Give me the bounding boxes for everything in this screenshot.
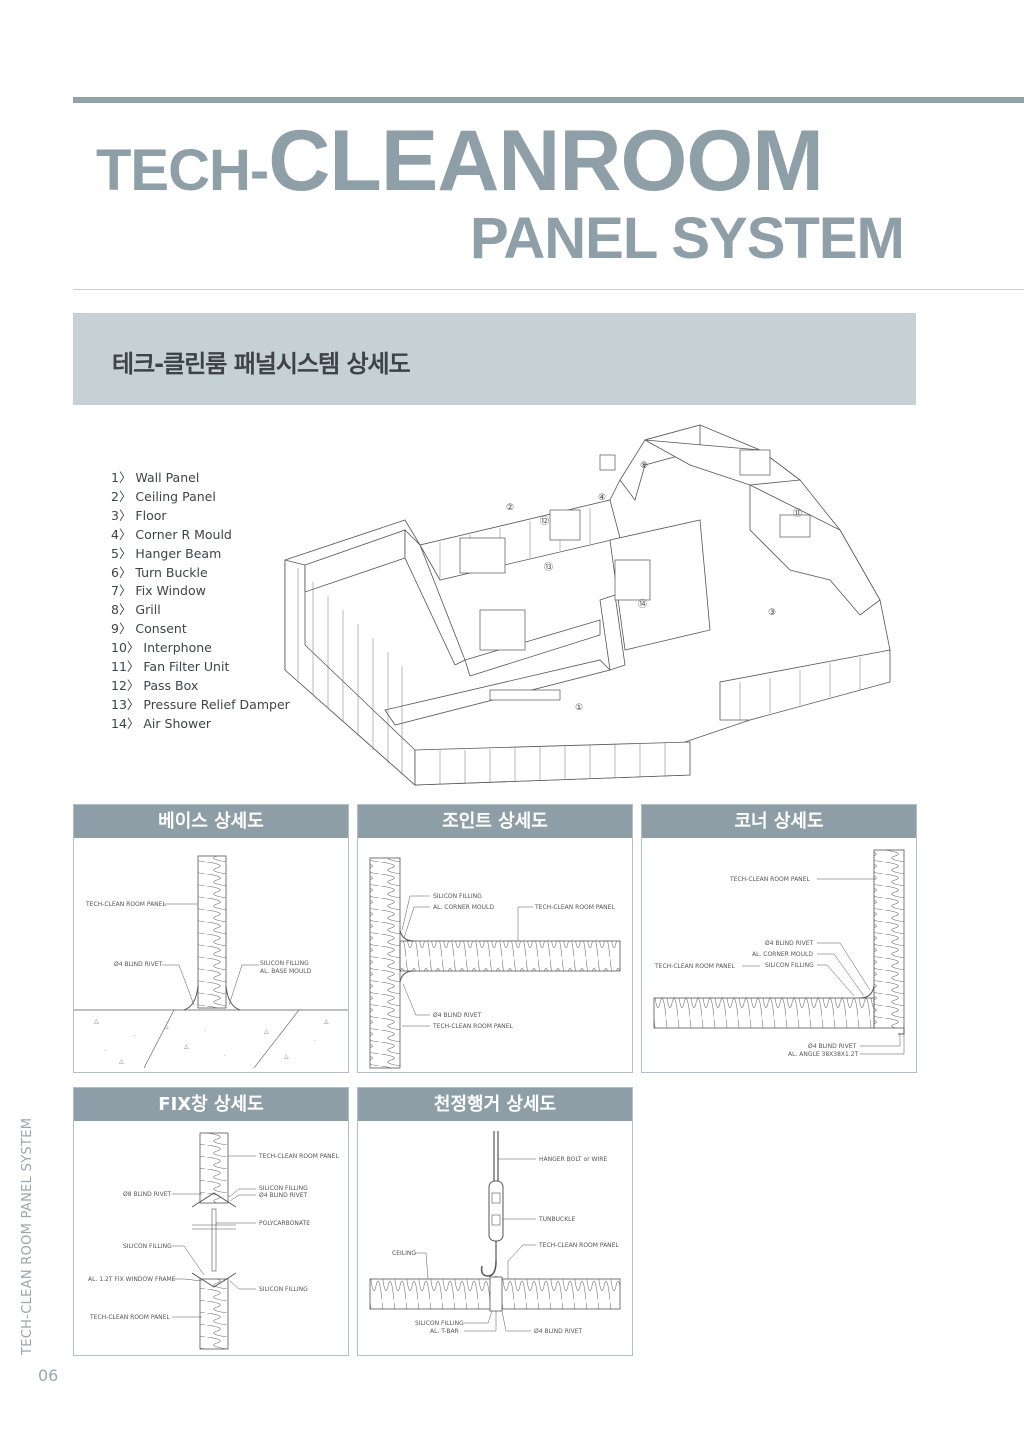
joint-detail-title: 조인트 상세도: [358, 805, 632, 838]
ceiling-hanger-detail-panel: 천정행거 상세도 HANGER BOLT or WIRE TUNB: [357, 1087, 633, 1356]
joint-corner-label: AL. CORNER MOULD: [433, 904, 494, 911]
fix-poly-label: POLYCARBONATE: [259, 1220, 310, 1227]
svg-text:·: ·: [134, 1033, 136, 1040]
legend-item: 4〉 Corner R Mould: [111, 526, 232, 542]
corner-silicon-label: SILICON FILLING: [765, 962, 814, 969]
callout-2: ②: [506, 503, 514, 513]
base-detail-panel: 베이스 상세도 △ · △ · △ · △ · △ △ △ · TECH-CLEAN ROOM …: [73, 804, 349, 1073]
joint-rivet-label: Ø4 BLIND RIVET: [433, 1012, 482, 1019]
ceiling-hanger-detail-title: 천정행거 상세도: [358, 1088, 632, 1121]
legend-item: 5〉 Hanger Beam: [111, 545, 222, 561]
callout-4: ④: [598, 493, 606, 503]
corner-detail-title: 코너 상세도: [642, 805, 916, 838]
svg-text:△: △: [184, 1043, 189, 1050]
svg-text:△: △: [284, 1053, 289, 1060]
fix-silicon3-label: SILICON FILLING: [259, 1286, 308, 1293]
svg-text:·: ·: [224, 1053, 226, 1060]
page-number: 06: [38, 1366, 59, 1385]
joint-panel-label: TECH-CLEAN ROOM PANEL: [534, 904, 615, 911]
joint-detail-panel: 조인트 상세도 SILICON FILLING AL. CORNER MOULD…: [357, 804, 633, 1073]
corner-rivet-label: Ø4 BLIND RIVET: [765, 940, 814, 947]
corner-panel2-label: TECH-CLEAN ROOM PANEL: [654, 963, 735, 970]
legend-item: 13〉 Pressure Relief Damper: [111, 696, 290, 712]
fix-window-detail-panel: FIX창 상세도 TECH-CLEAN ROOM PANEL Ø8 BLIND …: [73, 1087, 349, 1356]
svg-text:·: ·: [314, 1038, 316, 1045]
hanger-ceiling-label: CEILING: [392, 1250, 416, 1257]
legend-item: 14〉 Air Shower: [111, 715, 212, 731]
title-prefix: TECH-: [96, 138, 269, 203]
svg-text:△: △: [324, 1018, 329, 1025]
callout-1: ①: [575, 703, 583, 713]
title-main: CLEANROOM: [268, 113, 824, 209]
cleanroom-isometric-drawing: ① ② ③ ④ ⑧ ⑪ ⑫ ⑬ ⑭: [284, 424, 891, 786]
svg-text:·: ·: [204, 1028, 206, 1035]
title-sub: PANEL SYSTEM: [470, 206, 905, 271]
base-silicon-label: SILICON FILLING: [260, 960, 309, 967]
top-accent-bar: [73, 97, 1024, 103]
legend-item: 9〉 Consent: [111, 621, 187, 637]
side-running-title: TECH-CLEAN ROOM PANEL SYSTEM: [20, 1117, 35, 1355]
fix-silicon-label: SILICON FILLING: [259, 1185, 308, 1192]
fix-rivet2-label: Ø4 BLIND RIVET: [259, 1192, 308, 1199]
legend-item: 2〉 Ceiling Panel: [111, 488, 216, 504]
fix-panel2-label: TECH-CLEAN ROOM PANEL: [89, 1314, 170, 1321]
legend-item: 8〉 Grill: [111, 602, 161, 618]
fix-window-detail-title: FIX창 상세도: [74, 1088, 348, 1121]
corner-panel-label: TECH-CLEAN ROOM PANEL: [729, 876, 810, 883]
fix-frame-label: AL. 1.2T FIX WINDOW FRAME: [88, 1276, 176, 1283]
svg-text:△: △: [119, 1058, 124, 1065]
corner-detail-panel: 코너 상세도 TECH-CLEAN ROOM PANEL Ø4 BLIND RI…: [641, 804, 917, 1073]
callout-3: ③: [768, 608, 776, 618]
base-panel-label: TECH-CLEAN ROOM PANEL: [85, 901, 166, 908]
corner-rivet2-label: Ø4 BLIND RIVET: [808, 1043, 857, 1050]
hanger-silicon-label: SILICON FILLING: [415, 1320, 464, 1327]
svg-text:△: △: [94, 1018, 99, 1025]
section-title: 테크-클린룸 패널시스템 상세도: [112, 350, 411, 378]
base-rivet-label: Ø4 BLIND RIVET: [114, 961, 163, 968]
callout-14: ⑭: [638, 599, 647, 610]
title-line-1: TECH-CLEANROOM: [96, 118, 824, 204]
hanger-rivet-label: Ø4 BLIND RIVET: [534, 1328, 583, 1335]
svg-text:·: ·: [104, 1048, 106, 1055]
section-band: [73, 313, 916, 405]
hanger-bolt-label: HANGER BOLT or WIRE: [539, 1156, 607, 1163]
hanger-turnbuckle-label: TUNBUCKLE: [538, 1216, 576, 1223]
callout-13: ⑬: [544, 562, 553, 573]
legend-item: 7〉 Fix Window: [111, 583, 206, 599]
fix-rivet-label: Ø8 BLIND RIVET: [123, 1191, 172, 1198]
component-legend: 1〉 Wall Panel 2〉 Ceiling Panel 3〉 Floor …: [111, 469, 290, 734]
svg-text:△: △: [164, 1023, 169, 1030]
fix-panel-label: TECH-CLEAN ROOM PANEL: [258, 1153, 339, 1160]
joint-silicon-label: SILICON FILLING: [433, 893, 482, 900]
callout-8: ⑧: [640, 461, 648, 471]
base-detail-title: 베이스 상세도: [74, 805, 348, 838]
legend-item: 6〉 Turn Buckle: [111, 564, 208, 580]
legend-item: 1〉 Wall Panel: [111, 470, 200, 485]
base-mould-label: AL. BASE MOULD: [260, 968, 312, 975]
hanger-panel-label: TECH-CLEAN ROOM PANEL: [538, 1242, 619, 1249]
corner-angle-label: AL. ANGLE 38X38X1.2T: [788, 1051, 859, 1058]
fix-silicon2-label: SILICON FILLING: [123, 1243, 172, 1250]
hanger-tbar-label: AL. T-BAR: [430, 1328, 459, 1335]
svg-text:△: △: [264, 1028, 269, 1035]
joint-panel2-label: TECH-CLEAN ROOM PANEL: [432, 1023, 513, 1030]
title-rule: [73, 289, 1024, 290]
legend-item: 10〉 Interphone: [111, 640, 212, 656]
legend-item: 11〉 Fan Filter Unit: [111, 659, 230, 675]
callout-12: ⑫: [540, 516, 549, 527]
legend-item: 3〉 Floor: [111, 507, 167, 523]
corner-mould-label: AL. CORNER MOULD: [752, 951, 813, 958]
callout-11: ⑪: [793, 508, 802, 519]
legend-item: 12〉 Pass Box: [111, 677, 199, 693]
